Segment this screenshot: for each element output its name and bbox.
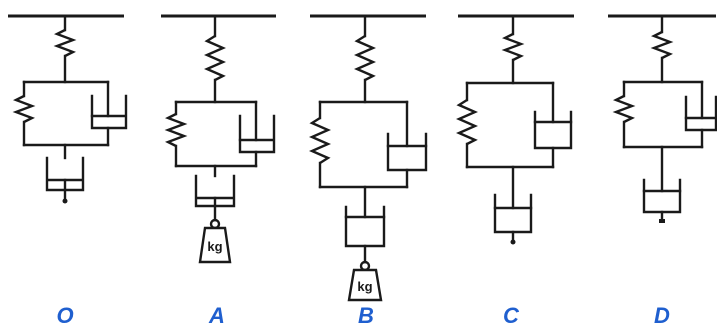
parallel-dashpot [90, 80, 128, 147]
model-label: B [358, 303, 374, 328]
top-spring [53, 28, 77, 58]
parallel-dashpot [386, 100, 428, 189]
free-end-dot [62, 198, 68, 204]
weight-label: kg [357, 279, 372, 294]
model-a: kg A [161, 14, 276, 328]
series-dashpot [194, 174, 236, 222]
free-end-dot [510, 239, 516, 245]
kg-weight: kg [347, 260, 383, 302]
top-spring [354, 34, 376, 82]
parallel-spring [456, 98, 478, 146]
free-end-dot [659, 219, 665, 223]
series-dashpot [45, 156, 85, 202]
top-spring [501, 32, 525, 62]
parallel-dashpot [238, 100, 276, 168]
model-c: C [456, 14, 574, 328]
model-o: O [8, 14, 128, 328]
top-spring [650, 30, 674, 60]
parallel-dashpot [684, 80, 717, 149]
top-spring [204, 34, 226, 82]
model-label: A [208, 303, 225, 328]
model-b: kg B [309, 14, 428, 328]
model-d: D [608, 14, 717, 328]
kg-weight: kg [198, 218, 232, 264]
parallel-spring [612, 94, 636, 124]
parallel-spring [309, 116, 331, 165]
series-dashpot [493, 193, 533, 242]
model-label: C [503, 303, 520, 328]
model-label: D [654, 303, 670, 328]
model-label: O [56, 303, 73, 328]
weight-label: kg [207, 239, 222, 254]
parallel-spring [164, 112, 188, 148]
parallel-dashpot [533, 81, 573, 169]
parallel-spring [12, 94, 36, 124]
series-dashpot [344, 205, 386, 264]
series-dashpot [642, 178, 682, 221]
